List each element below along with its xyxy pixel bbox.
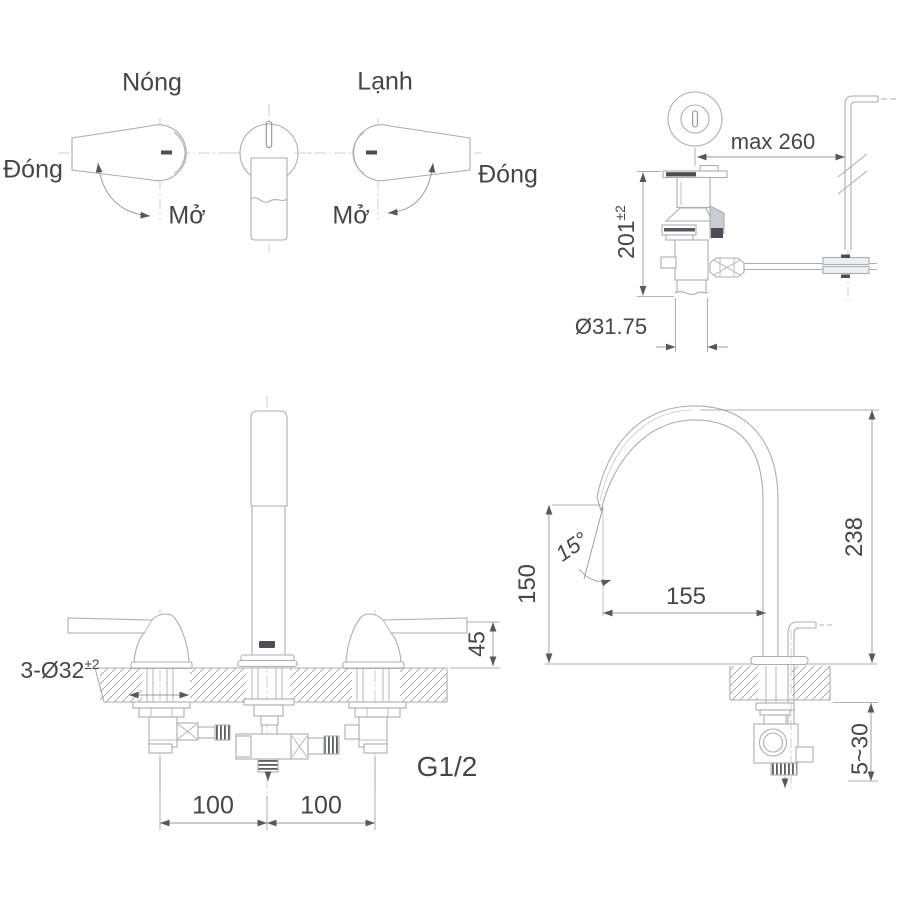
dim-holes-value: 3-Ø32 xyxy=(20,656,85,683)
dim-201-value: 201 xyxy=(612,220,639,259)
drain-assembly-view xyxy=(637,91,899,352)
close-left-label: Đóng xyxy=(3,155,63,184)
spout-top-view xyxy=(227,104,312,252)
dim-holes: 3-Ø32±2 xyxy=(20,658,99,682)
hot-label: Nóng xyxy=(122,68,182,97)
dim-201: 201±2 xyxy=(612,205,639,259)
dim-deck-thickness: 5~30 xyxy=(846,723,873,775)
dim-100-left: 100 xyxy=(192,791,234,820)
open-left-label: Mở xyxy=(168,201,206,230)
dim-150: 150 xyxy=(514,563,541,605)
dim-max-260: max 260 xyxy=(730,129,816,154)
hot-handle-top-view xyxy=(58,118,246,220)
close-right-label: Đóng xyxy=(478,160,538,189)
cold-label: Lạnh xyxy=(357,67,413,96)
dim-238: 238 xyxy=(841,516,868,558)
dim-45: 45 xyxy=(463,631,490,657)
dim-drain-diameter: Ø31.75 xyxy=(574,314,648,339)
open-right-label: Mở xyxy=(332,201,370,230)
thread-size-label: G1/2 xyxy=(416,751,478,782)
dim-201-tolerance: ±2 xyxy=(613,205,629,221)
faucet-side-view xyxy=(545,405,879,790)
dim-155: 155 xyxy=(665,583,707,610)
faucet-front-view xyxy=(67,396,500,830)
dim-holes-tolerance: ±2 xyxy=(84,657,100,673)
dim-100-right: 100 xyxy=(300,791,342,820)
cold-handle-top-view xyxy=(294,118,482,220)
